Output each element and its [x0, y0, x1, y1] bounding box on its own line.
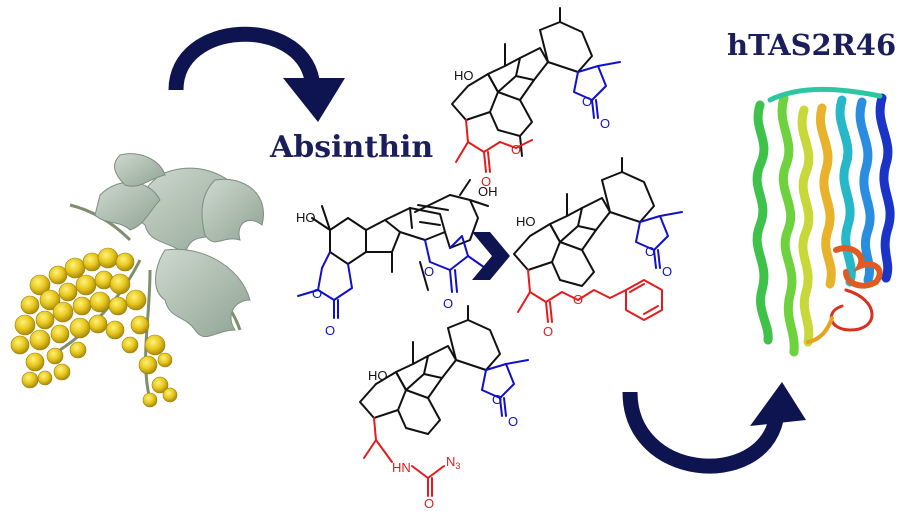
mid-o3-label: O [543, 324, 553, 339]
bottom-hn-label: HN [392, 460, 411, 475]
absinthin-o-label-2: O [312, 286, 322, 301]
absinthin-o-label-3: O [443, 296, 453, 311]
bottom-o3-label: O [424, 496, 434, 511]
wormwood-plant-icon [10, 153, 264, 408]
mid-o-label: O [645, 244, 655, 259]
top-o2-label: O [600, 116, 610, 131]
bottom-n3-label: N3 [446, 454, 460, 471]
curved-arrow-bottom-icon [622, 382, 806, 474]
mid-o4-label: O [573, 292, 583, 307]
derivative-ester-top [451, 7, 621, 173]
top-o-label: O [582, 94, 592, 109]
receptor-ribbon-icon [752, 86, 895, 357]
top-o4-label: O [511, 142, 521, 157]
bottom-o2-label: O [508, 414, 518, 429]
absinthin-ho-label: HO [296, 210, 316, 225]
bottom-o-label: O [492, 392, 502, 407]
bottom-ho-label: HO [368, 368, 388, 383]
curved-arrow-top-icon [168, 26, 345, 122]
absinthin-oh-label: OH [478, 184, 498, 199]
absinthin-structure [297, 179, 489, 319]
receptor-title: hTAS2R46 [727, 28, 897, 62]
derivative-azide-urea [359, 305, 529, 497]
mid-o2-label: O [662, 264, 672, 279]
top-o3-label: O [481, 174, 491, 189]
absinthin-title: Absinthin [270, 130, 434, 165]
absinthin-o-label-4: O [424, 264, 434, 279]
chevron-arrow-icon [472, 232, 510, 280]
absinthin-o-label-1: O [325, 323, 335, 338]
top-ho-label: HO [454, 68, 474, 83]
mid-ho-label: HO [516, 214, 536, 229]
derivative-phenethyl-ester [513, 157, 683, 323]
